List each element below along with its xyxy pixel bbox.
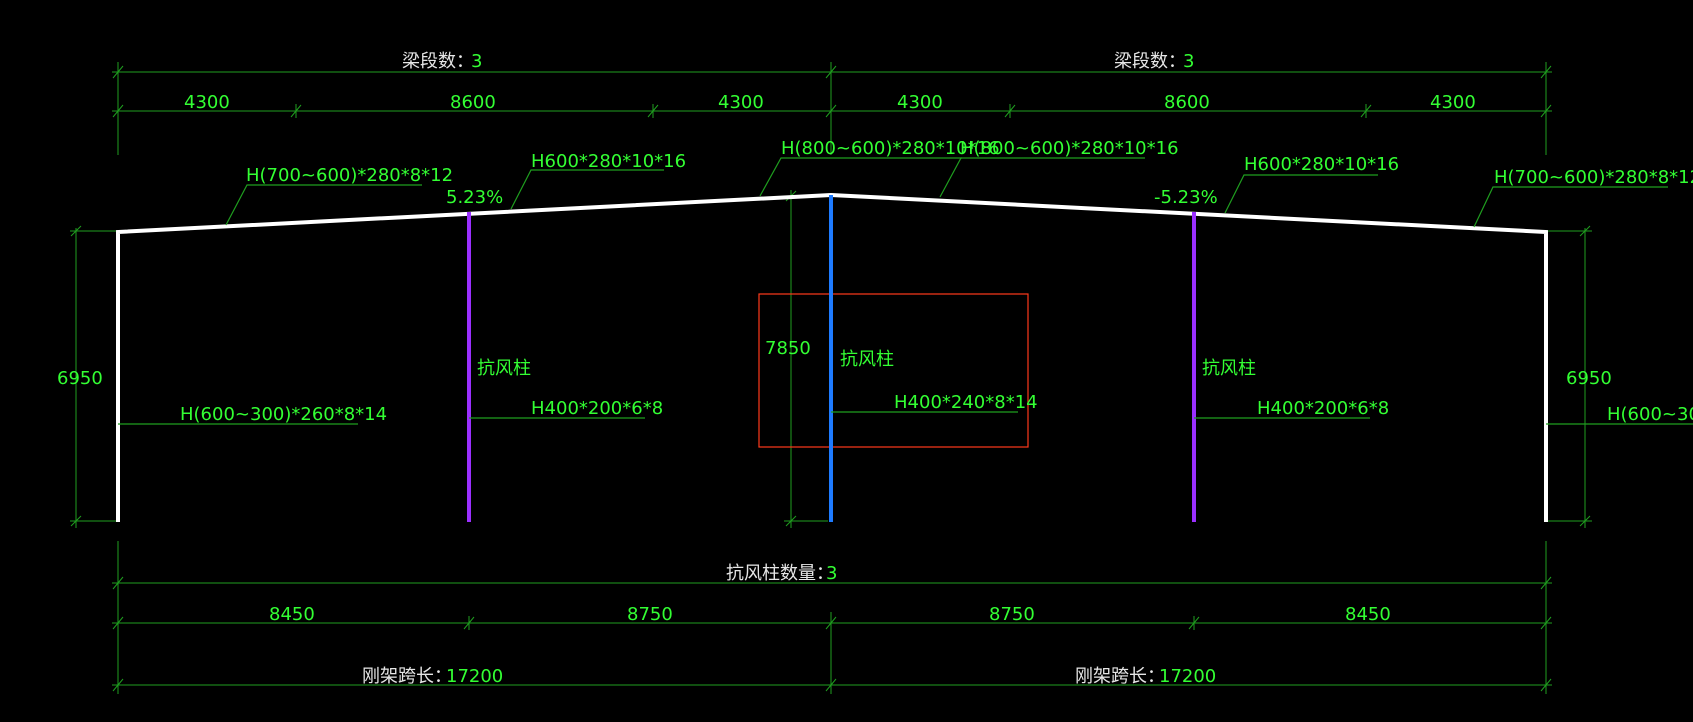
- beam-count-value-left: 3: [471, 51, 482, 72]
- wind-column-right-section: H400*200*6*8: [1257, 398, 1389, 419]
- dim-ticks: [70, 190, 1591, 527]
- wind-count-value: 3: [826, 563, 837, 584]
- dim-ticks: [112, 65, 1552, 118]
- beam-label-left-inner: H600*280*10*16: [531, 151, 686, 172]
- leader-right-outer-beam: [1473, 186, 1668, 228]
- top-dimensions: [112, 62, 1552, 155]
- wind-column-center-section: H400*240*8*14: [894, 392, 1038, 413]
- ridge-height: 7850: [765, 338, 811, 359]
- beam-label-right-ridge: H(800~600)*280*10*16: [960, 138, 1179, 159]
- bottom-segment-label: 8450: [1345, 604, 1391, 625]
- right-eave-height: 6950: [1566, 368, 1612, 389]
- top-segment-label: 8600: [450, 92, 496, 113]
- top-labels: 梁段数： 3 梁段数： 3 4300 8600 4300 4300 8600 4…: [184, 51, 1476, 113]
- beam-label-left-ridge: H(800~600)*280*10*16: [781, 138, 1000, 159]
- wind-column-right-label: 抗风柱: [1202, 358, 1256, 379]
- top-segment-label: 4300: [184, 92, 230, 113]
- span-label-left: 刚架跨长：: [362, 666, 452, 687]
- slope-right: -5.23%: [1154, 187, 1218, 208]
- leader-right-inner-beam: [1224, 174, 1378, 214]
- column-label-left: H(600~300)*260*8*14: [180, 404, 387, 425]
- height-dimensions: 6950 6950 7850: [57, 190, 1612, 528]
- selection-box[interactable]: [758, 293, 1029, 448]
- top-segment-label: 8600: [1164, 92, 1210, 113]
- beam-count-label-left: 梁段数：: [402, 51, 474, 72]
- bottom-segment-label: 8750: [627, 604, 673, 625]
- leaders: [118, 157, 1693, 425]
- beam-count-value-right: 3: [1183, 51, 1194, 72]
- bottom-segment-label: 8750: [989, 604, 1035, 625]
- member-labels: H(700~600)*280*8*12 H600*280*10*16 H(800…: [180, 138, 1693, 425]
- wind-column-left-label: 抗风柱: [477, 358, 531, 379]
- leader-left-inner-beam: [510, 169, 664, 210]
- left-eave-height: 6950: [57, 368, 103, 389]
- leader-right-ridge-beam: [939, 157, 1145, 198]
- beam-count-label-right: 梁段数：: [1114, 51, 1186, 72]
- beam-label-left-outer: H(700~600)*280*8*12: [246, 165, 453, 186]
- wind-count-label: 抗风柱数量：: [726, 563, 834, 584]
- top-segment-label: 4300: [718, 92, 764, 113]
- wind-column-left-section: H400*200*6*8: [531, 398, 663, 419]
- span-value-right: 17200: [1159, 666, 1216, 687]
- bottom-segment-label: 8450: [269, 604, 315, 625]
- leader-left-ridge-beam: [759, 157, 962, 197]
- slope-left: 5.23%: [446, 187, 503, 208]
- top-segment-label: 4300: [1430, 92, 1476, 113]
- beam-label-right-inner: H600*280*10*16: [1244, 154, 1399, 175]
- leader-left-outer-beam: [225, 184, 422, 226]
- top-segment-label: 4300: [897, 92, 943, 113]
- portal-frame: [116, 192, 1548, 522]
- bottom-dimensions: 抗风柱数量： 3 8450 8750 8750 8450 刚架跨长： 17200…: [112, 541, 1552, 694]
- column-label-right: H(600~300)*260*8*14: [1607, 404, 1693, 425]
- span-label-right: 刚架跨长：: [1075, 666, 1165, 687]
- beam-label-right-outer: H(700~600)*280*8*12: [1494, 167, 1693, 188]
- dim-ticks: [112, 576, 1552, 692]
- span-value-left: 17200: [446, 666, 503, 687]
- wind-column-center-label: 抗风柱: [840, 349, 894, 370]
